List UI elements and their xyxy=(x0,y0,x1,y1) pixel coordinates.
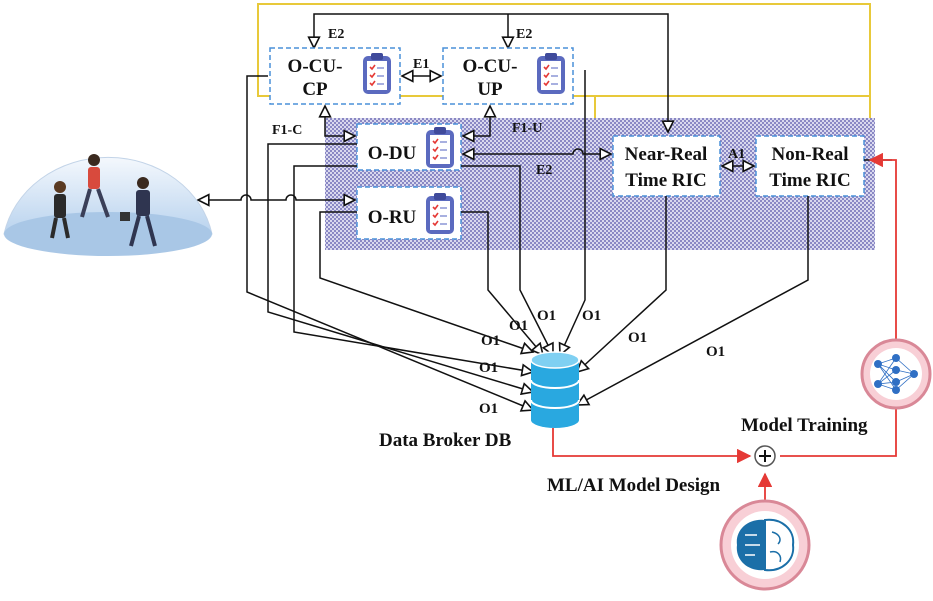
oru-node: O-RU xyxy=(356,186,462,240)
person-icon xyxy=(50,181,70,239)
ocu-cp-label-2: CP xyxy=(302,79,328,100)
odu-node: O-DU xyxy=(356,123,462,171)
oru-label: O-RU xyxy=(368,207,417,228)
e2-top-bus xyxy=(314,13,668,132)
database-icon xyxy=(530,351,580,428)
near-rt-ric-label-1: Near-Real xyxy=(625,144,708,165)
o1-label: O1 xyxy=(537,308,556,324)
ocu-cp-node: O-CU- CP xyxy=(269,47,401,105)
e2-left-label: E2 xyxy=(328,27,344,42)
model-design-caption: ML/AI Model Design xyxy=(547,475,721,496)
e1-label: E1 xyxy=(413,57,429,72)
f1c-label: F1-C xyxy=(272,123,302,138)
neural-network-icon xyxy=(860,338,932,410)
non-rt-ric-node: Non-Real Time RIC xyxy=(755,135,865,197)
o1-label: O1 xyxy=(479,360,498,376)
cu-enclosure-tab xyxy=(580,95,596,118)
ocu-up-label-1: O-CU- xyxy=(463,56,518,77)
person-icon xyxy=(80,154,110,218)
a1-label: A1 xyxy=(728,147,745,162)
users-dome xyxy=(3,154,213,256)
o1-links xyxy=(246,70,809,410)
data-broker-caption: Data Broker DB xyxy=(379,430,512,451)
person-icon xyxy=(120,177,157,247)
non-rt-ric-label-1: Non-Real xyxy=(771,144,848,165)
ocu-up-label-2: UP xyxy=(477,79,503,100)
near-rt-ric-label-2: Time RIC xyxy=(625,170,706,191)
near-rt-ric-node: Near-Real Time RIC xyxy=(612,135,721,197)
o1-label: O1 xyxy=(481,333,500,349)
o1-label: O1 xyxy=(479,401,498,417)
ocu-up-node: O-CU- UP xyxy=(442,47,574,105)
non-rt-ric-label-2: Time RIC xyxy=(769,170,850,191)
o1-label: O1 xyxy=(509,318,528,334)
ocu-cp-label-1: O-CU- xyxy=(288,56,343,77)
model-training-caption: Model Training xyxy=(741,415,868,436)
e2-du-label: E2 xyxy=(536,163,552,178)
odu-label: O-DU xyxy=(368,143,417,164)
clipboard-icon xyxy=(537,53,565,94)
o1-label: O1 xyxy=(706,344,725,360)
combine-icon xyxy=(754,445,776,467)
ml-flow-links xyxy=(552,152,897,506)
clipboard-icon xyxy=(426,193,454,234)
o1-label: O1 xyxy=(628,330,647,346)
f1u-label: F1-U xyxy=(512,121,542,136)
clipboard-icon xyxy=(363,53,391,94)
e2-right-label: E2 xyxy=(516,27,532,42)
brain-icon xyxy=(719,499,811,591)
o1-label: O1 xyxy=(582,308,601,324)
clipboard-icon xyxy=(426,127,454,168)
